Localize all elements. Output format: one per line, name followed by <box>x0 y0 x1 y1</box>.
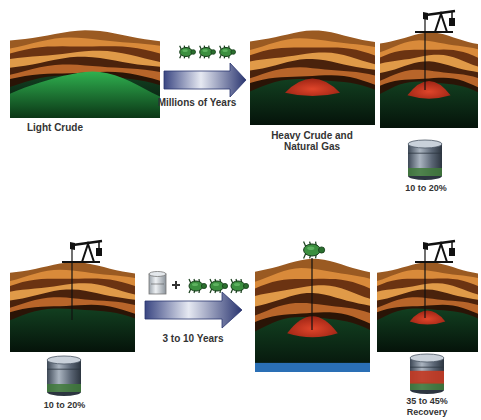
rock-layer <box>250 59 375 125</box>
rock-layer <box>377 270 478 352</box>
time-arrow <box>164 63 246 97</box>
rock-layer <box>10 38 160 119</box>
strata-panel: 10 to 20% <box>10 262 135 352</box>
panel-caption: Heavy Crude and Natural Gas <box>264 130 360 152</box>
rock-layer <box>250 52 375 125</box>
microbe-symbol <box>189 279 207 293</box>
well-bore <box>71 262 72 320</box>
water-layer <box>255 363 370 372</box>
rock-layer <box>255 259 370 372</box>
panel-caption: 10 to 20% <box>2 400 127 411</box>
microbe-symbol <box>200 46 216 59</box>
rock-layer <box>10 57 160 118</box>
rock-strata <box>255 259 370 372</box>
rock-layer <box>377 283 478 352</box>
oil-pocket <box>285 78 340 96</box>
rock-layer <box>250 67 375 125</box>
rock-layer <box>380 50 478 128</box>
time-label: 3 to 10 Years <box>143 333 243 345</box>
microbe-symbol <box>220 46 236 59</box>
strata-panel: Light Crude <box>10 30 160 118</box>
rock-layer <box>377 305 478 352</box>
time-arrow <box>145 292 242 328</box>
oil-pocket <box>410 311 446 325</box>
rock-layer <box>377 279 478 353</box>
nutrient-canister <box>149 272 166 295</box>
well-bore <box>424 32 425 90</box>
well-bore <box>311 258 312 330</box>
strata-panel: 35 to 45% Recovery <box>377 262 478 352</box>
light-crude-dome <box>10 72 160 118</box>
panel-caption: Light Crude <box>10 122 100 133</box>
rock-layer <box>10 46 160 118</box>
rock-layer <box>10 72 160 118</box>
well-bore <box>424 262 425 318</box>
rock-layer <box>250 75 375 125</box>
rock-layer <box>380 78 478 128</box>
rock-layer <box>250 47 375 125</box>
oil-barrel <box>408 140 442 180</box>
rock-strata <box>377 262 478 352</box>
rock-layer <box>250 30 375 125</box>
panel-caption: 10 to 20% <box>380 183 472 194</box>
reservoir-rock <box>377 309 478 353</box>
rock-layer <box>10 262 135 352</box>
rock-layer <box>10 30 160 118</box>
microbe-symbol <box>304 242 325 259</box>
rock-strata <box>250 30 375 125</box>
microbe-symbol <box>180 46 196 59</box>
rock-layer <box>380 55 478 128</box>
oil-pocket <box>407 81 450 99</box>
strata-panel: Heavy Crude and Natural Gas <box>250 30 375 125</box>
rock-layer <box>380 33 478 129</box>
rock-layer <box>380 70 478 128</box>
oil-barrel <box>47 356 81 396</box>
time-label: Millions of Years <box>137 97 257 109</box>
reservoir-rock <box>380 82 478 128</box>
rock-layer <box>250 38 375 125</box>
rock-layer <box>377 297 478 352</box>
microbe-symbol <box>210 279 228 293</box>
pumpjack-symbol <box>415 11 455 32</box>
panel-caption: 35 to 45% Recovery <box>395 396 459 418</box>
pumpjack-symbol <box>415 241 455 262</box>
rock-layer <box>10 51 160 118</box>
rock-strata <box>10 30 160 118</box>
rock-layer <box>377 262 478 352</box>
reservoir-rock <box>250 79 375 125</box>
oil-barrel <box>410 354 444 394</box>
rock-layer <box>10 65 160 119</box>
rock-layer <box>380 40 478 128</box>
rock-layer <box>380 61 478 128</box>
microbe-symbol <box>231 279 249 293</box>
strata-panel: 10 to 20% <box>380 32 478 128</box>
pumpjack-symbol <box>62 241 102 262</box>
rock-strata <box>380 33 478 129</box>
plus-symbol <box>172 281 180 289</box>
rock-layer <box>377 289 478 352</box>
rock-strata <box>10 262 135 352</box>
